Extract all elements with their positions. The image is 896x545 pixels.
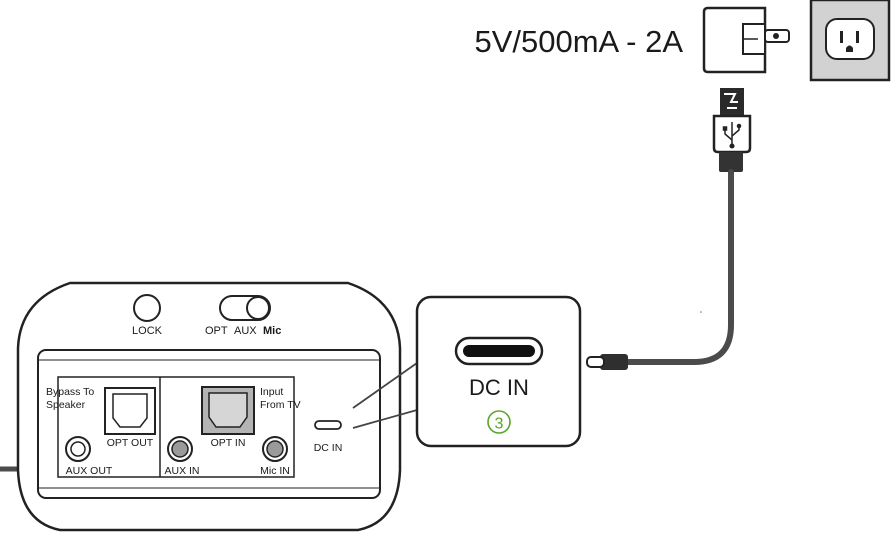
input-label-2: From TV (260, 399, 301, 411)
mic-in-port[interactable] (262, 436, 288, 462)
bypass-label-2: Speaker (46, 399, 86, 411)
opt-in-port[interactable] (201, 386, 255, 435)
lock-button[interactable] (133, 294, 161, 322)
selector-aux-label: AUX (234, 325, 257, 337)
mic-in-label: Mic IN (260, 465, 290, 477)
step-number: 3 (495, 416, 504, 433)
wall-outlet (809, 0, 891, 82)
mode-selector-switch[interactable] (219, 295, 271, 321)
wall-adapter (702, 6, 790, 74)
dc-in-callout-port (454, 336, 544, 366)
opt-out-port[interactable] (104, 387, 156, 435)
stray-dot (700, 311, 702, 313)
lock-label: LOCK (132, 325, 163, 337)
selector-mic-label: Mic (263, 325, 281, 337)
step-number-badge: 3 (487, 410, 511, 434)
aux-in-label: AUX IN (164, 465, 199, 477)
dc-in-small-label: DC IN (314, 442, 343, 454)
aux-out-port[interactable] (65, 436, 91, 462)
opt-in-label: OPT IN (211, 437, 246, 449)
dc-in-callout-label: DC IN (469, 375, 529, 400)
usb-cable (586, 88, 752, 370)
callout-pointer (352, 362, 418, 429)
bypass-label-1: Bypass To (46, 386, 94, 398)
usb-icon (722, 122, 742, 149)
input-label-1: Input (260, 386, 283, 398)
power-spec-label: 5V/500mA - 2A (474, 24, 683, 59)
aux-in-port[interactable] (167, 436, 193, 462)
aux-out-label: AUX OUT (66, 465, 113, 477)
selector-opt-label: OPT (205, 325, 228, 337)
dc-in-port[interactable] (314, 420, 342, 430)
dc-in-callout-box (415, 295, 582, 448)
opt-out-label: OPT OUT (107, 437, 154, 449)
